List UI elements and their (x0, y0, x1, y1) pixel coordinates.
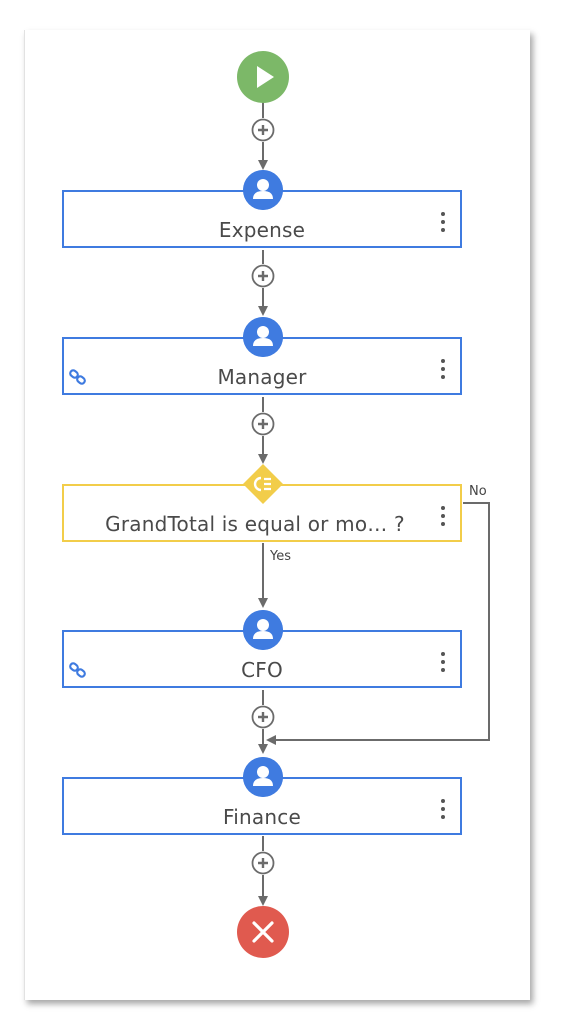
link-icon (69, 662, 86, 678)
step-label: Expense (218, 218, 306, 242)
user-icon (243, 170, 283, 210)
branch-label-no: No (469, 484, 487, 499)
user-icon (243, 317, 283, 357)
connector-no (266, 502, 490, 745)
add-step-button[interactable] (251, 851, 275, 875)
add-step-button[interactable] (251, 264, 275, 288)
more-options-icon[interactable] (438, 212, 448, 236)
branch-label-yes: Yes (270, 549, 291, 564)
more-options-icon[interactable] (438, 506, 448, 530)
more-options-icon[interactable] (438, 652, 448, 676)
condition-icon (243, 464, 283, 504)
add-step-button[interactable] (251, 118, 275, 142)
play-icon (257, 66, 274, 88)
step-label: Finance (223, 805, 301, 829)
end-node[interactable] (237, 906, 289, 958)
step-label: CFO (241, 658, 283, 682)
add-step-button[interactable] (251, 705, 275, 729)
user-icon (243, 610, 283, 650)
user-icon (243, 757, 283, 797)
step-label: Manager (217, 365, 307, 389)
more-options-icon[interactable] (438, 799, 448, 823)
more-options-icon[interactable] (438, 359, 448, 383)
add-step-button[interactable] (251, 412, 275, 436)
start-node[interactable] (237, 51, 289, 103)
close-icon (252, 921, 274, 943)
decision-node[interactable]: GrandTotal is equal or mo… ? (62, 484, 462, 542)
condition-label: GrandTotal is equal or mo… ? (105, 512, 405, 536)
link-icon (69, 369, 86, 385)
